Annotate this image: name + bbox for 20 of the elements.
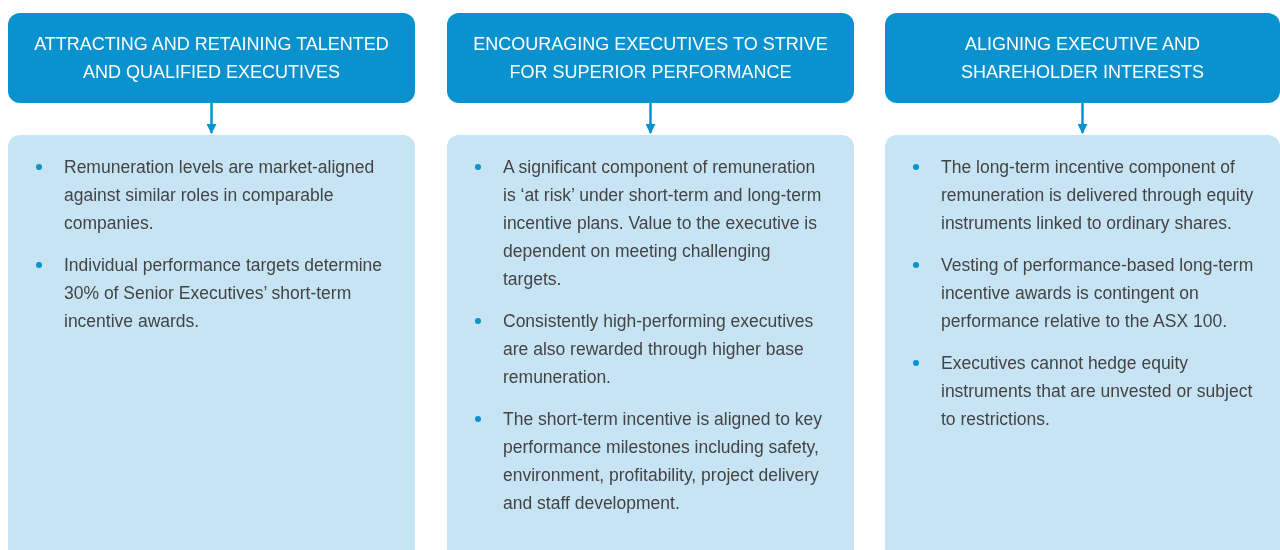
bullet-text: Remuneration levels are market-aligned against similar roles in comparable companies. [64,156,376,235]
content-panel [885,135,1280,550]
bullet-text: The short-term incentive is aligned to key performance milestones including safety, environment, profitability, project delivery and staff development. [503,408,824,515]
bullet-text: The long-term incentive component of remuneration is delivered through equity instruments linked to ordinary shares. [941,156,1255,235]
header-text: ENCOURAGING EXECUTIVES TO STRIVE FOR SUPERIOR PERFORMANCE [472,33,829,84]
bullet-text: A significant component of remuneration is ‘at risk’ under short-term and long-term incentive plans. Value to the executive is dependent on meeting challenging targets. [503,156,823,291]
header-text: ALIGNING EXECUTIVE AND SHAREHOLDER INTERESTS [959,33,1205,84]
header-box [8,13,415,103]
header-box [447,13,854,103]
arrow [1077,103,1088,134]
bullet-text: Vesting of performance-based long-term incentive awards is contingent on performance relative to the ASX 100. [941,254,1255,333]
arrow [206,103,217,134]
bullet-text: Individual performance targets determine 30% of Senior Executives’ short-term incentive awards. [64,254,384,333]
content-panel [8,135,415,550]
bullet-text: Consistently high-performing executives are also rewarded through higher base remuneration. [503,310,815,389]
bullet-text: Executives cannot hedge equity instruments that are unvested or subject to restrictions. [941,352,1254,431]
header-text: ATTRACTING AND RETAINING TALENTED AND QUALIFIED EXECUTIVES [33,33,390,84]
header-box [885,13,1280,103]
arrow [645,103,656,134]
content-panel [447,135,854,550]
